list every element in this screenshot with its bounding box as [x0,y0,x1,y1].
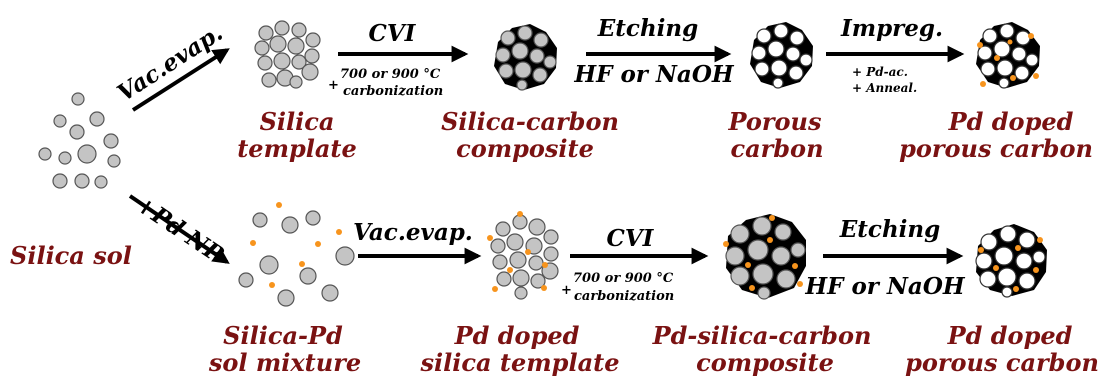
bottom-vac-evap-label: Vac.evap. [353,219,473,246]
bottom-cvi-sub-2: carbonization [574,289,674,304]
top-arrow-etching: Etching HF or NaOH [573,15,734,88]
bottom-arrow-pd-np: +Pd NP [128,191,230,269]
silica-carbon-label-2: composite [456,134,594,163]
silica-template-particles [254,20,321,89]
pd-porous-bottom-label-1: Pd doped [947,321,1073,350]
porous-carbon-label-1: Porous [727,107,822,136]
top-etching-label: Etching [597,15,698,42]
top-cvi-sub-1: 700 or 900 °C [340,67,441,82]
pd-porous-bottom-label-2: porous carbon [905,348,1099,377]
silica-carbon-label-1: Silica-carbon [441,107,619,136]
silica-pd-mixture-label-1: Silica-Pd [223,321,343,350]
top-cvi-label: CVI [369,20,417,47]
silica-carbon-composite [494,24,557,91]
pd-doped-silica-template [487,211,559,300]
pd-silica-carbon-label-2: composite [696,348,834,377]
bottom-cvi-label: CVI [607,225,655,252]
top-impreg-sub-1: + Pd-ac. [852,65,908,79]
bottom-arrow-etching: Etching HF or NaOH [804,216,965,300]
pd-template-label-1: Pd doped [454,321,580,350]
silica-sol-particles [38,92,121,189]
bottom-etching-sub: HF or NaOH [804,273,965,300]
top-cvi-plus: + [328,78,339,93]
bottom-cvi-plus: + [561,283,572,298]
top-impreg-sub-2: + Anneal. [852,81,917,95]
pd-template-label-2: silica template [420,348,620,377]
top-cvi-sub-2: carbonization [343,84,443,99]
top-arrow-vac-evap: Vac.evap. [113,19,230,112]
silica-template-label-1: Silica [260,107,335,136]
top-vac-evap-label: Vac.evap. [113,19,228,107]
pd-silica-carbon-label-1: Pd-silica-carbon [652,321,872,350]
top-etching-sub: HF or NaOH [573,61,734,88]
top-arrow-cvi: CVI + 700 or 900 °C carbonization [328,20,469,99]
pd-porous-top-label-1: Pd doped [948,107,1074,136]
silica-pd-mixture-label-2: sol mixture [208,348,361,377]
pd-doped-porous-carbon-top [976,22,1040,89]
pd-porous-top-label-2: porous carbon [899,134,1093,163]
bottom-arrow-vac-evap: Vac.evap. [353,219,482,265]
top-impreg-label: Impreg. [840,15,943,42]
silica-template-label-2: template [237,134,357,163]
pd-doped-porous-carbon-bottom [975,224,1047,298]
bottom-pd-np-label: +Pd NP [131,191,229,269]
top-arrow-impregnation: Impreg. + Pd-ac. + Anneal. [826,15,965,95]
pd-silica-carbon-composite [723,214,806,300]
silica-sol-label: Silica sol [10,241,132,270]
bottom-cvi-sub-1: 700 or 900 °C [573,271,674,286]
porous-carbon-label-2: carbon [730,134,823,163]
silica-pd-mixture [238,202,355,307]
bottom-arrow-cvi: CVI + 700 or 900 °C carbonization [561,225,709,304]
bottom-etching-label: Etching [839,216,940,243]
porous-carbon [750,22,813,89]
